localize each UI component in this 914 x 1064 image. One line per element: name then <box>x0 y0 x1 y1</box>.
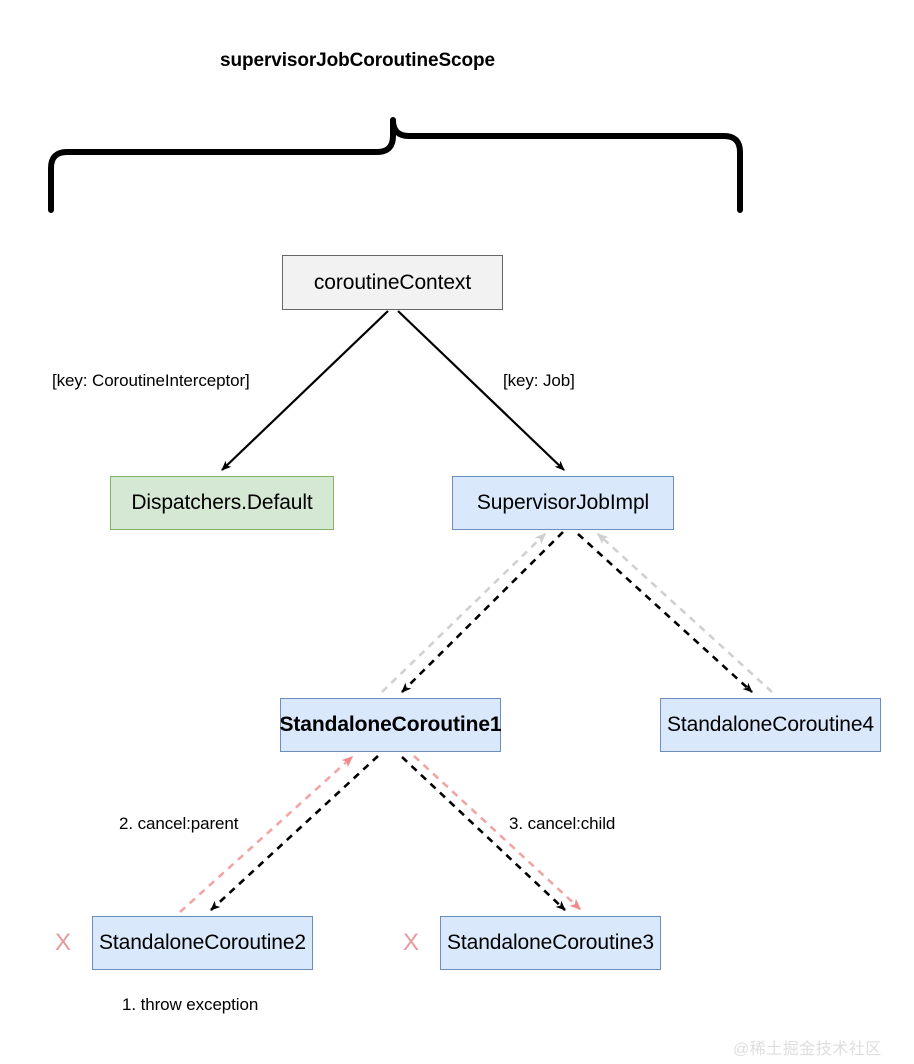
scope-brace-icon <box>48 117 743 213</box>
node-supervisor-job-impl[interactable]: SupervisorJobImpl <box>452 476 674 530</box>
edge-supervisorjob-to-coroutine1 <box>401 531 564 693</box>
node-standalone-coroutine2[interactable]: StandaloneCoroutine2 <box>92 916 313 970</box>
annotation-throw-exception: 1. throw exception <box>122 995 259 1014</box>
node-standalone-coroutine3[interactable]: StandaloneCoroutine3 <box>440 916 661 970</box>
node-dispatchers-default[interactable]: Dispatchers.Default <box>110 476 334 530</box>
edge-supervisorjob-to-coroutine4 <box>577 533 753 693</box>
watermark: @稀土掘金技术社区 <box>733 1041 882 1058</box>
x-mark-coroutine3-icon: X <box>403 929 420 956</box>
edge-coroutine4-to-supervisorjob <box>596 532 773 693</box>
edge-coroutine2-cancel-parent <box>179 755 354 913</box>
edge-label-cancel-child: 3. cancel:child <box>509 814 616 833</box>
node-standalone-coroutine1[interactable]: StandaloneCoroutine1 <box>279 698 502 752</box>
edge-label-key-interceptor: [key: CoroutineInterceptor] <box>52 371 250 390</box>
edge-label-key-job: [key: Job] <box>503 371 575 390</box>
edge-coroutine1-to-supervisorjob <box>381 532 547 693</box>
x-mark-coroutine2-icon: X <box>55 929 72 956</box>
page-title: supervisorJobCoroutineScope <box>220 50 495 71</box>
node-standalone-coroutine4[interactable]: StandaloneCoroutine4 <box>660 698 881 752</box>
node-coroutine-context[interactable]: coroutineContext <box>282 255 503 310</box>
edge-label-cancel-parent: 2. cancel:parent <box>119 814 239 833</box>
